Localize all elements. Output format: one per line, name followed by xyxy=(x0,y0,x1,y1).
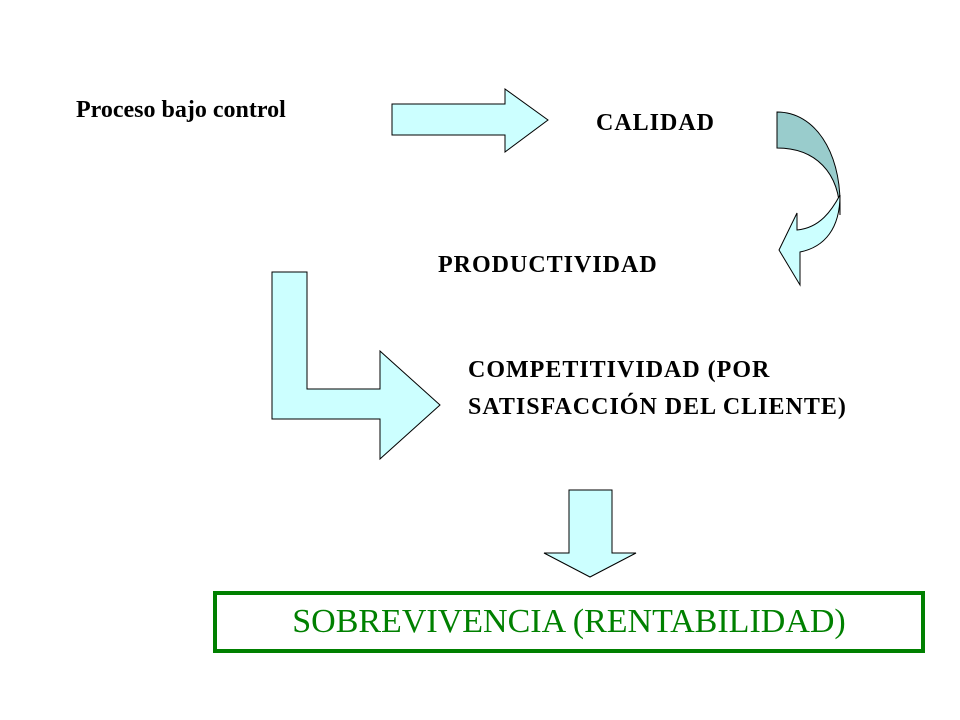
node-calidad: CALIDAD xyxy=(596,110,716,136)
node-competitividad: COMPETITIVIDAD (POR SATISFACCIÓN DEL CLI… xyxy=(468,357,847,420)
curved-arrow-back xyxy=(776,111,841,216)
node-productividad: PRODUCTIVIDAD xyxy=(438,252,658,278)
arrow-proceso-to-calidad xyxy=(391,88,549,153)
result-box: SOBREVIVENCIA (RENTABILIDAD) xyxy=(213,591,925,653)
node-sobrevivencia: SOBREVIVENCIA (RENTABILIDAD) xyxy=(292,603,846,640)
bent-arrow-productividad-to-competitividad xyxy=(271,271,441,461)
node-proceso-bajo-control: Proceso bajo control xyxy=(76,97,286,123)
curved-arrow-calidad-to-productividad xyxy=(778,194,841,287)
arrow-competitividad-to-sobrevivencia xyxy=(543,489,637,578)
